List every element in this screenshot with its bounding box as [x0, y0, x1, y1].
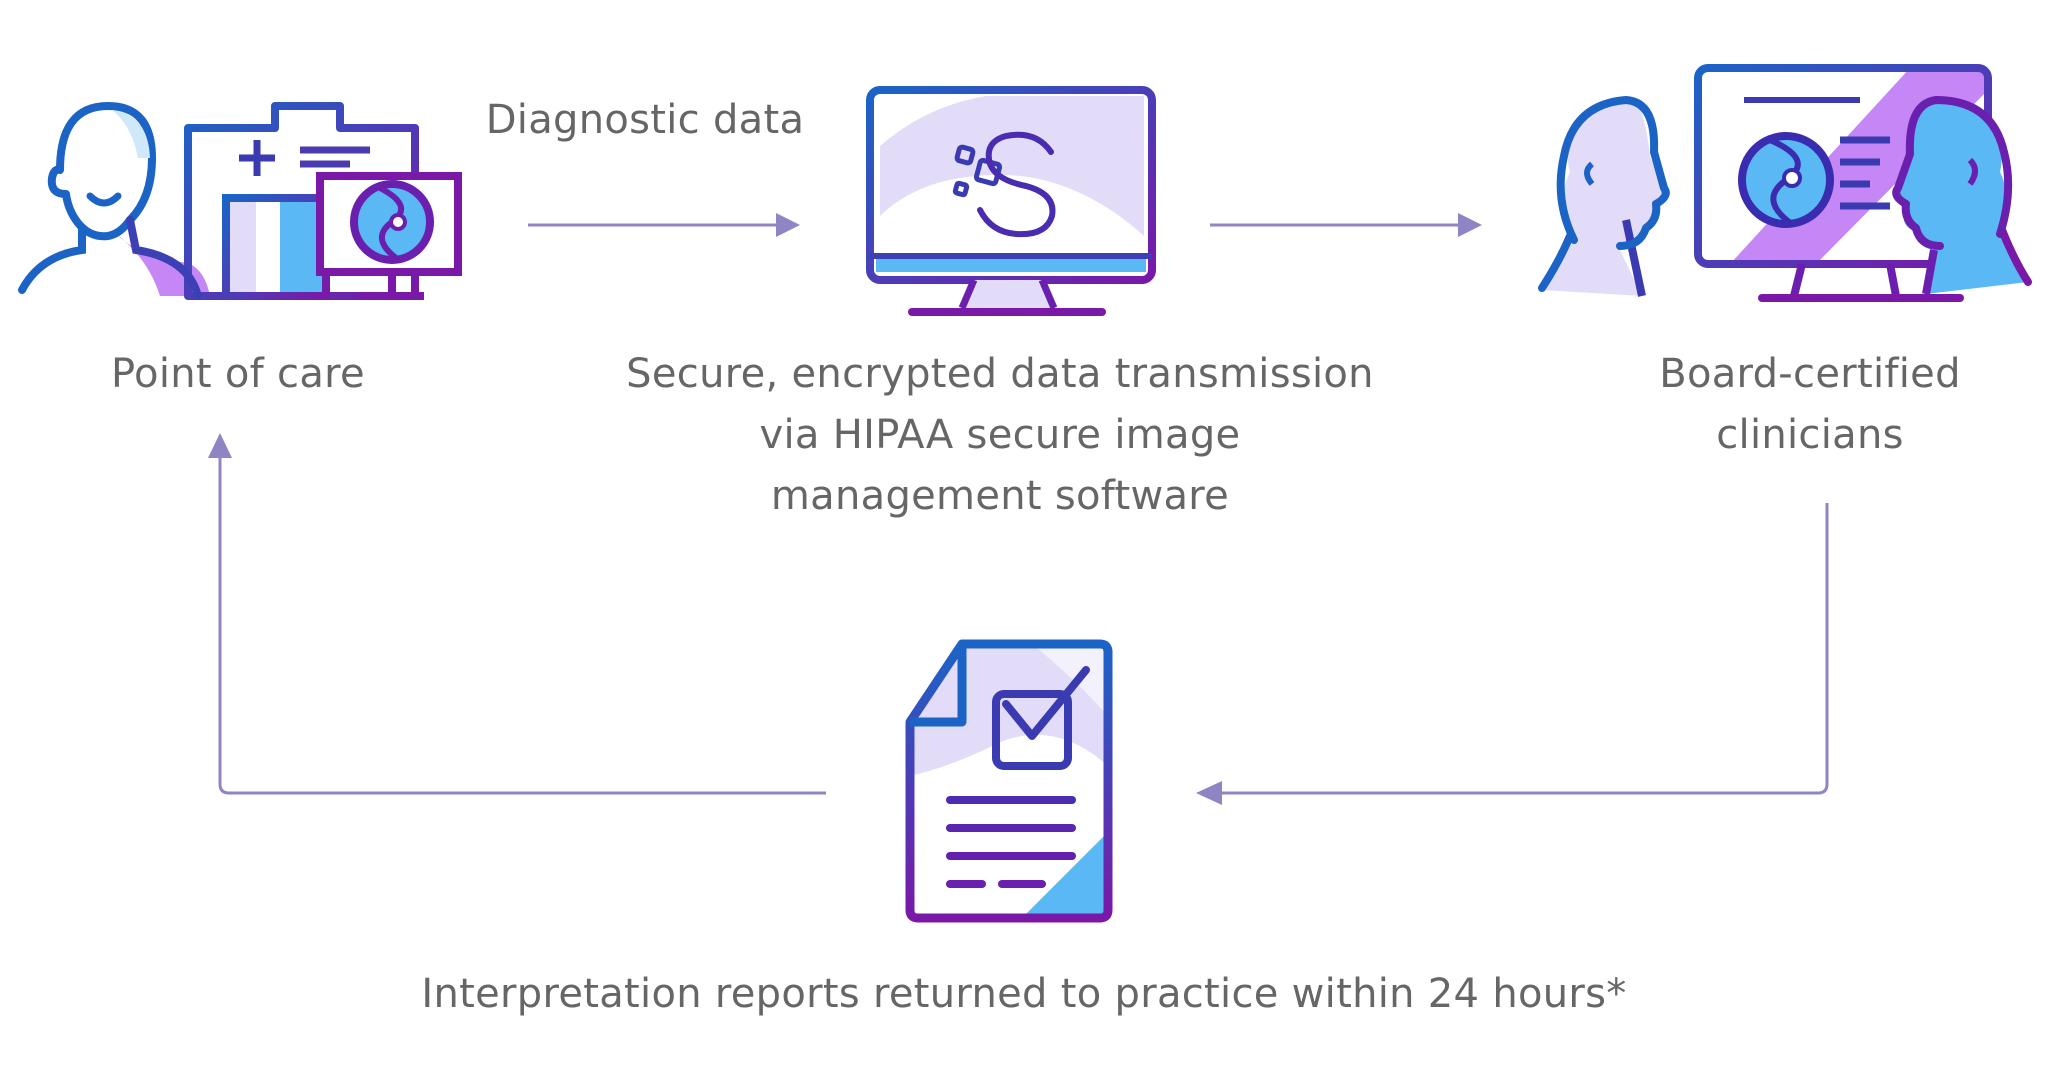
- node-label-transmission-line-2: via HIPAA secure image: [759, 412, 1241, 458]
- node-label-transmission-line-3: management software: [770, 473, 1230, 519]
- patient-clipboard-eye-monitor-icon: [18, 102, 462, 300]
- arrowhead-poc: [208, 433, 232, 458]
- arrowhead-transmission: [776, 213, 800, 237]
- report-document-check-icon: [905, 639, 1113, 923]
- node-label-report: Interpretation reports returned to pract…: [421, 971, 1627, 1017]
- arrowhead-clinicians: [1458, 213, 1482, 237]
- node-label-transmission-line-1: Secure, encrypted data transmission: [626, 351, 1374, 397]
- edge-label-diagnostic-data: Diagnostic data: [485, 97, 805, 143]
- arrowhead-report: [1196, 781, 1222, 805]
- clinicians-monitor-icon: [1538, 64, 2032, 302]
- monitor-logo-icon: [866, 86, 1156, 316]
- node-label-clinicians-line-2: clinicians: [1716, 412, 1904, 458]
- arrow-report-to-poc: [218, 455, 826, 795]
- arrow-clinicians-to-report: [1220, 503, 1829, 795]
- node-label-point-of-care: Point of care: [111, 351, 365, 397]
- node-label-clinicians-line-1: Board-certified: [1659, 351, 1961, 397]
